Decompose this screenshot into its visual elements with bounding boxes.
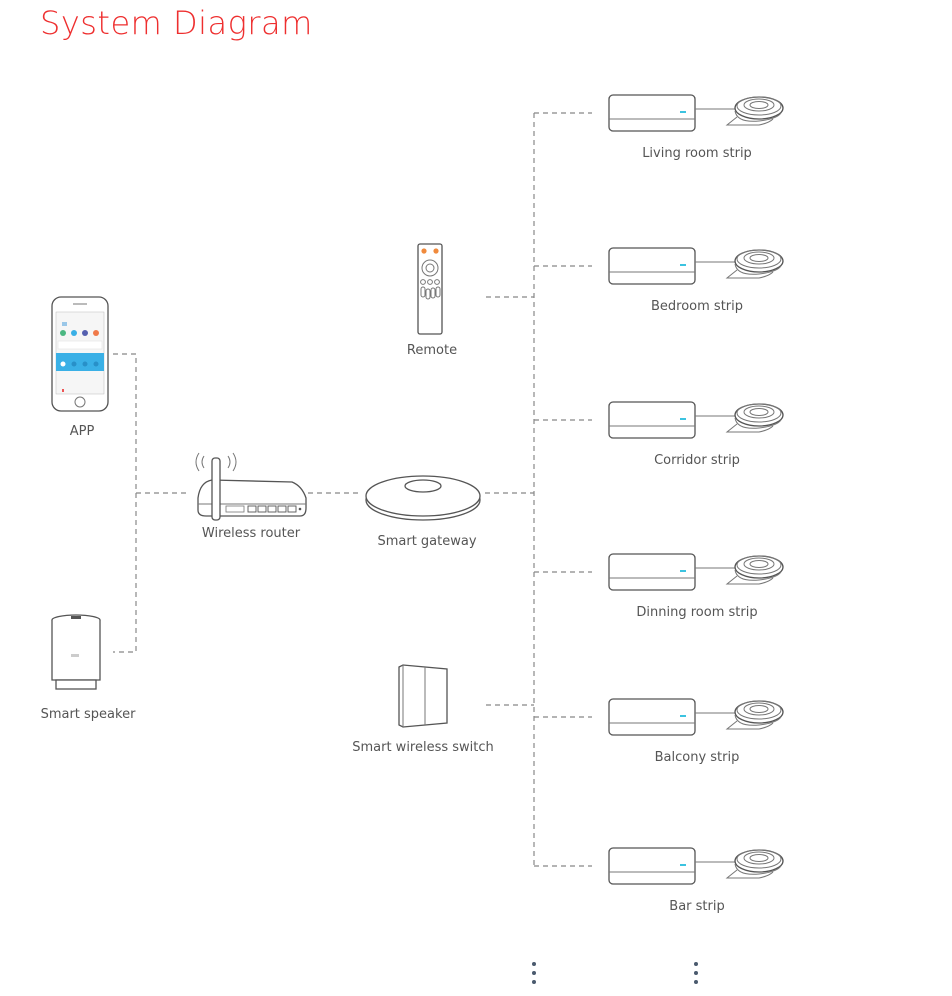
vertical-ellipsis-icon bbox=[532, 962, 536, 984]
wall-switch-icon bbox=[398, 664, 448, 728]
strip-label: Living room strip bbox=[642, 146, 752, 161]
strip-label: Bedroom strip bbox=[650, 299, 744, 314]
app-label: APP bbox=[69, 424, 95, 439]
smart-speaker-icon bbox=[51, 614, 101, 690]
smartphone-icon bbox=[51, 296, 109, 412]
switch-label: Smart wireless switch bbox=[352, 740, 494, 755]
led-strip-controller-icon bbox=[608, 553, 784, 591]
diagram-title: System Diagram bbox=[40, 4, 313, 42]
strip-icons bbox=[608, 94, 784, 885]
connectors bbox=[113, 112, 592, 867]
gateway-label: Smart gateway bbox=[377, 534, 477, 549]
strip-label: Corridor strip bbox=[654, 453, 740, 468]
remote-control-icon bbox=[417, 243, 443, 335]
led-strip-controller-icon bbox=[608, 247, 784, 285]
connector-app bbox=[113, 353, 137, 653]
led-strip-controller-icon bbox=[608, 698, 784, 736]
led-strip-controller-icon bbox=[608, 94, 784, 132]
vertical-ellipsis-icon bbox=[694, 962, 698, 984]
led-strip-controller-icon bbox=[608, 401, 784, 439]
strip-label: Dinning room strip bbox=[636, 605, 758, 620]
strip-branches bbox=[534, 112, 592, 867]
remote-label: Remote bbox=[406, 343, 458, 358]
strip-label: Balcony strip bbox=[654, 750, 740, 765]
strip-label: Bar strip bbox=[669, 899, 725, 914]
router-label: Wireless router bbox=[201, 526, 301, 541]
wireless-router-icon bbox=[195, 452, 307, 521]
speaker-label: Smart speaker bbox=[40, 707, 136, 722]
led-strip-controller-icon bbox=[608, 847, 784, 885]
smart-gateway-icon bbox=[365, 475, 481, 521]
